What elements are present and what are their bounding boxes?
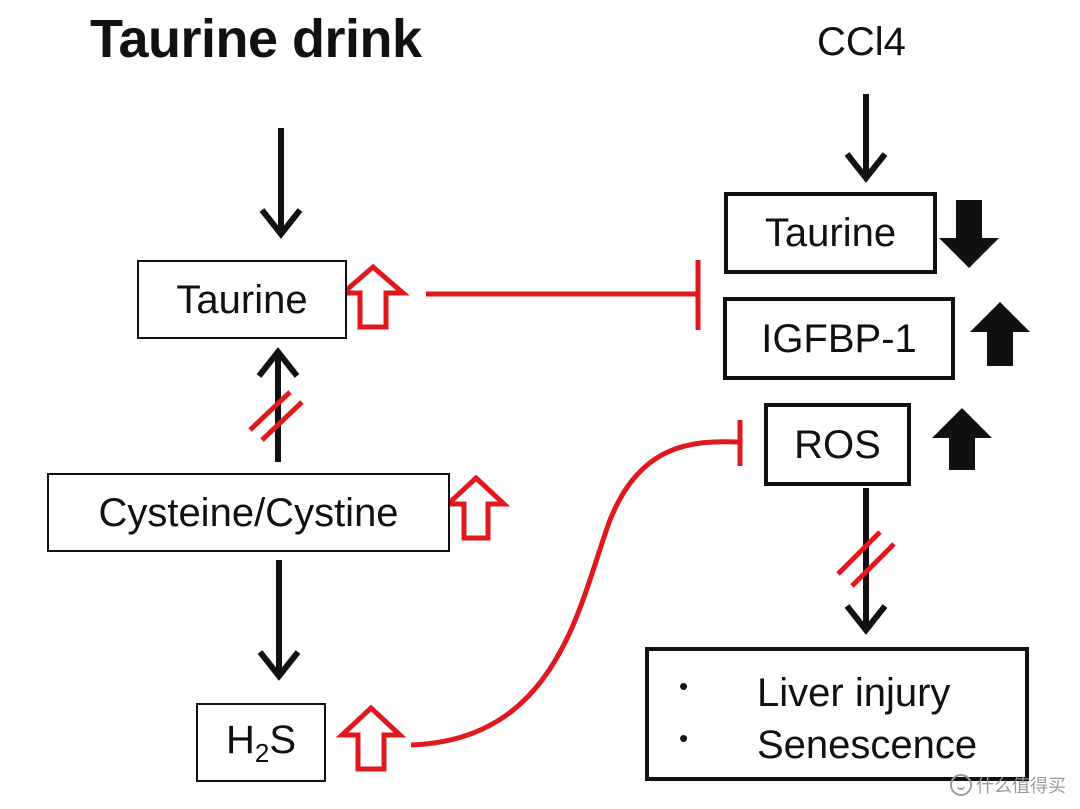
up-arrow-h2s-red xyxy=(335,704,407,772)
taurine-box-right: Taurine xyxy=(724,192,937,274)
up-arrow-igfbp-black xyxy=(970,302,1030,366)
bullet-icon: • xyxy=(679,723,689,753)
inhibit-taurine-to-igfbp xyxy=(426,260,701,330)
igfbp-box: IGFBP-1 xyxy=(723,297,955,380)
watermark: 什么值得买 xyxy=(950,772,1066,798)
arrow-title-to-taurine xyxy=(259,128,303,239)
ros-box: ROS xyxy=(764,403,911,486)
outcomes-box: • Liver injury • Senescence xyxy=(645,647,1029,781)
up-arrow-ros-black xyxy=(932,408,992,470)
watermark-text: 什么值得买 xyxy=(976,776,1066,796)
outcome-liver-injury: Liver injury xyxy=(757,671,951,715)
taurine-box-left: Taurine xyxy=(137,260,347,339)
cysteine-box: Cysteine/Cystine xyxy=(47,473,450,552)
up-arrow-cysteine-red xyxy=(441,474,511,541)
arrow-cysteine-to-taurine xyxy=(256,347,300,462)
block-mark-cysteine-taurine xyxy=(248,390,304,442)
outcome-senescence: Senescence xyxy=(757,723,978,767)
bullet-icon: • xyxy=(679,671,689,701)
down-arrow-taurine-black xyxy=(939,200,999,268)
arrow-ros-to-outcomes xyxy=(844,488,888,635)
h2s-box: H2S xyxy=(196,703,326,782)
h2s-label: H2S xyxy=(225,717,297,768)
igfbp-label: IGFBP-1 xyxy=(761,316,917,361)
taurine-label-left: Taurine xyxy=(176,277,308,322)
ccl4-label: CCl4 xyxy=(817,20,906,64)
diagram-title: Taurine drink xyxy=(90,9,422,69)
up-arrow-taurine-red xyxy=(336,263,410,330)
arrow-cysteine-to-h2s xyxy=(257,560,301,681)
ros-label: ROS xyxy=(794,422,881,467)
taurine-label-right: Taurine xyxy=(764,211,897,255)
arrow-ccl4-to-taurine xyxy=(844,94,888,183)
cysteine-label: Cysteine/Cystine xyxy=(98,490,399,535)
block-mark-ros-outcomes xyxy=(836,530,896,588)
inhibit-h2s-to-ros xyxy=(410,420,743,748)
smile-logo-icon xyxy=(950,774,972,796)
